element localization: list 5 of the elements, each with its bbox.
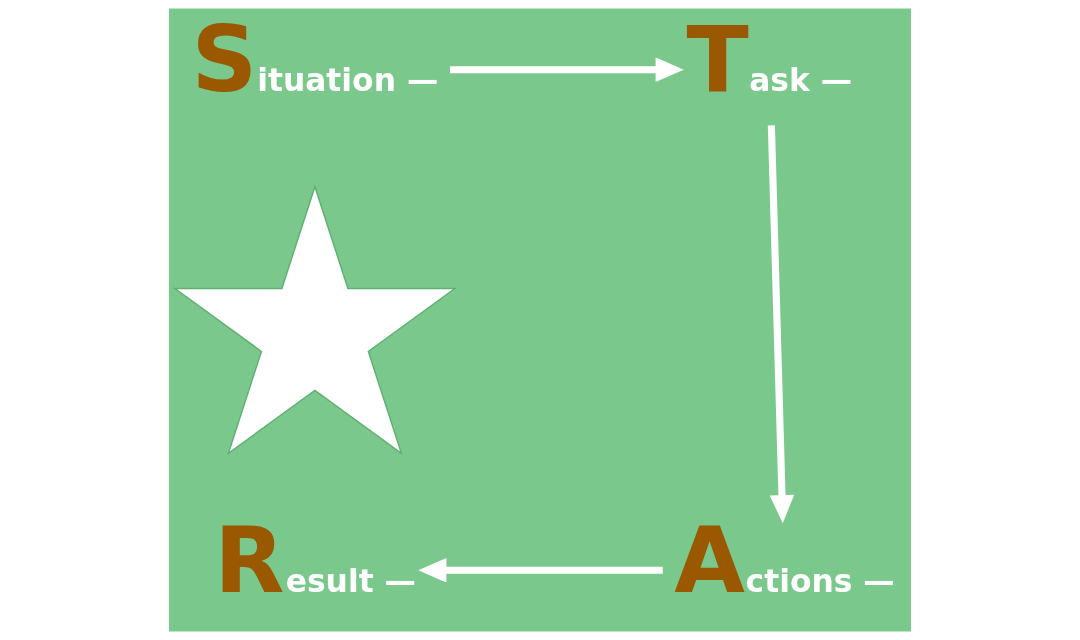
arrow: [449, 57, 684, 83]
node-text: Result —: [214, 506, 416, 614]
node-text: Task —: [686, 6, 853, 114]
node-star: [172, 184, 458, 456]
node-text: Actions —: [674, 506, 895, 614]
